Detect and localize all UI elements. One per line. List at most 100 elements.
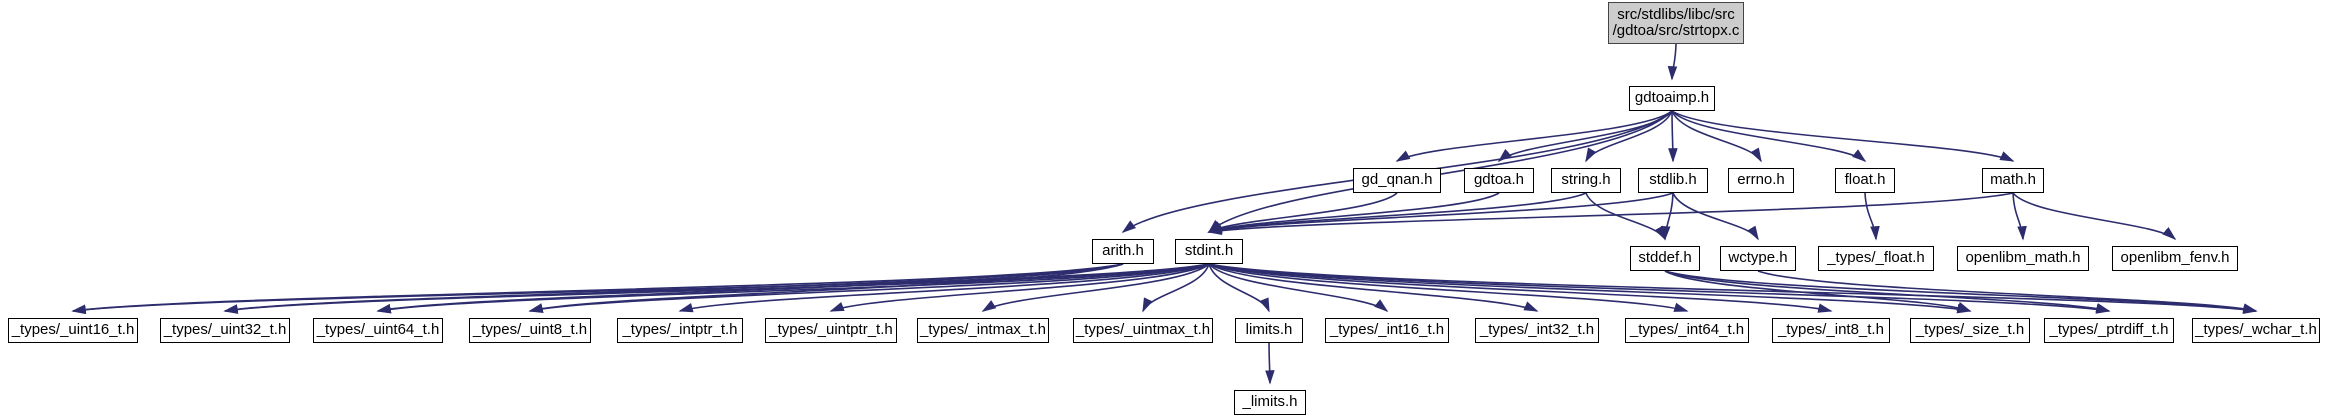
graph-node-label: _types/_uint8_t.h [472, 321, 588, 339]
graph-node-root[interactable]: src/stdlibs/libc/src /gdtoa/src/strtopx.… [1608, 2, 1744, 44]
graph-node-label: errno.h [1737, 171, 1785, 189]
graph-edge-stdint-to-t_int32 [1208, 263, 1539, 312]
graph-node-t_uintmax[interactable]: _types/_uintmax_t.h [1073, 318, 1213, 343]
graph-node-label: _types/_wchar_t.h [2195, 321, 2317, 339]
graph-node-label: _types/_int8_t.h [1778, 321, 1884, 339]
graph-node-t_ptrdiff[interactable]: _types/_ptrdiff_t.h [2044, 318, 2174, 343]
graph-node-label: stdlib.h [1649, 171, 1697, 189]
graph-node-limits[interactable]: limits.h [1235, 318, 1303, 343]
graph-node-label: _types/_uintptr_t.h [769, 321, 893, 339]
graph-node-t_uintptr[interactable]: _types/_uintptr_t.h [765, 318, 897, 343]
graph-edge-stdint-to-t_size [1208, 263, 1972, 314]
graph-edge-gdtoaimp-to-errno [1671, 110, 1762, 163]
graph-node-label: float.h [1844, 171, 1886, 189]
graph-node-label: wctype.h [1728, 249, 1788, 267]
graph-edge-math-to-openlibm_fenv [2012, 192, 2177, 241]
graph-edge-stdint-to-t_wchar [1208, 263, 2258, 315]
graph-node-math[interactable]: math.h [1982, 168, 2044, 193]
graph-edge-stdint-to-t_intptr [678, 263, 1210, 313]
graph-node-t_size[interactable]: _types/_size_t.h [1910, 318, 2030, 343]
graph-edge-stddef-to-t_ptrdiff [1664, 270, 2111, 313]
graph-edge-gdtoaimp-to-gd_qnan [1395, 110, 1673, 162]
graph-edge-wctype-to-t_wchar [1757, 270, 2258, 313]
graph-node-label: _types/_int16_t.h [1329, 321, 1445, 339]
graph-edge-stdint-to-t_int8 [1208, 263, 1833, 313]
graph-node-stddef[interactable]: stddef.h [1630, 246, 1700, 271]
graph-edge-stdlib-to-wctype [1672, 192, 1759, 241]
graph-edge-gdtoaimp-to-string [1585, 110, 1673, 163]
graph-node-label: openlibm_fenv.h [2120, 249, 2230, 267]
graph-edge-math-to-openlibm_math [2012, 192, 2027, 241]
graph-node-label: _types/_size_t.h [1915, 321, 2025, 339]
graph-node-types_float[interactable]: _types/_float.h [1818, 246, 1934, 271]
graph-edge-stdint-to-t_uint16 [71, 263, 1210, 315]
graph-node-label: string.h [1561, 171, 1611, 189]
graph-edge-root-to-gdtoaimp [1667, 43, 1678, 81]
graph-edge-stddef-to-t_size [1664, 270, 1972, 312]
graph-edge-float-to-types_float [1864, 192, 1880, 241]
graph-edge-gdtoaimp-to-stdlib [1668, 110, 1678, 163]
graph-node-t_int8[interactable]: _types/_int8_t.h [1772, 318, 1890, 343]
graph-node-label: gdtoa.h [1473, 171, 1525, 189]
graph-node-_limits[interactable]: _limits.h [1234, 390, 1306, 415]
graph-node-label: _types/_uintmax_t.h [1075, 321, 1211, 339]
graph-node-wctype[interactable]: wctype.h [1720, 246, 1796, 271]
graph-node-t_uint8[interactable]: _types/_uint8_t.h [469, 318, 591, 343]
graph-node-t_int32[interactable]: _types/_int32_t.h [1475, 318, 1599, 343]
graph-node-t_int64[interactable]: _types/_int64_t.h [1625, 318, 1749, 343]
graph-edge-stdint-to-t_int64 [1208, 263, 1689, 312]
graph-edge-stdint-to-limits [1208, 263, 1270, 313]
graph-node-t_int16[interactable]: _types/_int16_t.h [1325, 318, 1449, 343]
graph-edge-limits-to-_limits [1265, 342, 1275, 385]
graph-node-label: _types/_ptrdiff_t.h [2049, 321, 2169, 339]
graph-node-t_uint64[interactable]: _types/_uint64_t.h [313, 318, 443, 343]
graph-node-label: gdtoaimp.h [1634, 89, 1710, 107]
graph-node-label: _types/_float.h [1827, 249, 1925, 267]
graph-node-stdint[interactable]: stdint.h [1175, 239, 1243, 264]
graph-edge-stdint-to-t_uintptr [829, 263, 1210, 312]
graph-node-label: stdint.h [1184, 242, 1234, 260]
graph-edge-arith-to-t_uint16 [71, 263, 1124, 315]
graph-node-t_intmax[interactable]: _types/_intmax_t.h [917, 318, 1049, 343]
graph-node-gd_qnan[interactable]: gd_qnan.h [1353, 168, 1441, 193]
graph-edge-arith-to-t_uint32 [223, 263, 1124, 314]
graph-node-arith[interactable]: arith.h [1092, 239, 1154, 264]
graph-node-gdtoa[interactable]: gdtoa.h [1464, 168, 1534, 193]
graph-node-t_uint32[interactable]: _types/_uint32_t.h [160, 318, 290, 343]
graph-node-label: _types/_int32_t.h [1479, 321, 1595, 339]
graph-edge-gdtoaimp-to-math [1671, 110, 2015, 162]
graph-node-t_intptr[interactable]: _types/_intptr_t.h [617, 318, 743, 343]
graph-edge-stdint-to-t_ptrdiff [1208, 263, 2111, 314]
graph-node-label: limits.h [1245, 321, 1293, 339]
graph-node-label: stddef.h [1638, 249, 1692, 267]
graph-edge-stdlib-to-stddef [1660, 192, 1674, 241]
graph-node-label: src/stdlibs/libc/src /gdtoa/src/strtopx.… [1612, 5, 1740, 39]
graph-edge-string-to-stddef [1585, 192, 1666, 241]
graph-edge-math-to-stdint [1207, 192, 2014, 235]
graph-node-openlibm_math[interactable]: openlibm_math.h [1957, 246, 2089, 271]
graph-edge-string-to-stdint [1207, 192, 1587, 233]
graph-edge-stdlib-to-stdint [1207, 192, 1674, 234]
graph-node-label: _types/_uint32_t.h [163, 321, 287, 339]
graph-node-label: math.h [1990, 171, 2036, 189]
graph-edge-stdint-to-t_uintmax [1142, 263, 1210, 313]
graph-edge-gdtoaimp-to-gdtoa [1497, 110, 1673, 163]
graph-node-stdlib[interactable]: stdlib.h [1638, 168, 1708, 193]
graph-edge-arith-to-t_uint8 [528, 263, 1124, 313]
graph-node-label: _limits.h [1242, 393, 1298, 411]
graph-node-float[interactable]: float.h [1835, 168, 1895, 193]
graph-node-t_wchar[interactable]: _types/_wchar_t.h [2192, 318, 2320, 343]
graph-node-string[interactable]: string.h [1551, 168, 1621, 193]
graph-node-label: _types/_int64_t.h [1629, 321, 1745, 339]
graph-node-gdtoaimp[interactable]: gdtoaimp.h [1629, 86, 1715, 111]
graph-node-label: _types/_intmax_t.h [920, 321, 1046, 339]
graph-node-label: gd_qnan.h [1361, 171, 1433, 189]
graph-edge-stdint-to-t_intmax [981, 263, 1210, 312]
graph-node-errno[interactable]: errno.h [1728, 168, 1794, 193]
graph-node-t_uint16[interactable]: _types/_uint16_t.h [8, 318, 138, 343]
graph-node-label: arith.h [1102, 242, 1144, 260]
graph-edge-stdint-to-t_int16 [1208, 263, 1389, 313]
graph-node-openlibm_fenv[interactable]: openlibm_fenv.h [2112, 246, 2238, 271]
